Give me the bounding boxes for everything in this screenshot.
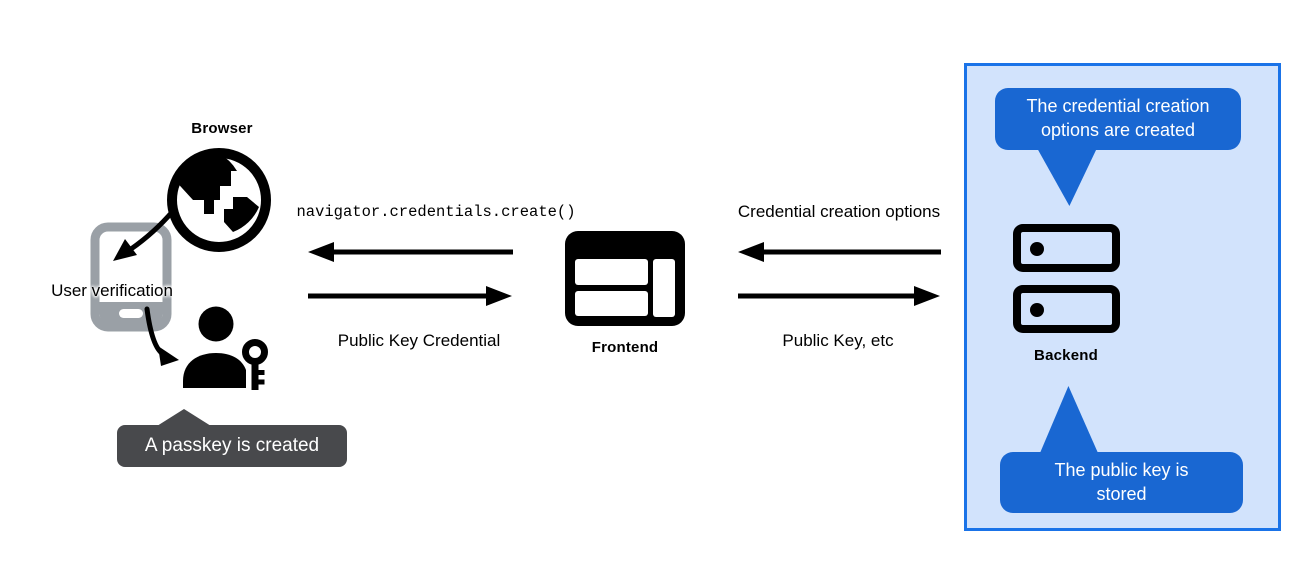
public-key-stored-text: The public key is stored [1054,459,1189,504]
browser-label: Browser [191,120,253,137]
options-created-bubble: The credential creation options are crea… [995,88,1241,150]
frontend-window-icon [565,231,685,326]
frontend-label: Frontend [591,339,659,356]
arrow-credential-options-icon [738,242,941,262]
credential-creation-options-label: Credential creation options [737,202,941,221]
public-key-stored-bubble: The public key is stored [1000,452,1243,513]
phone-icon [90,222,172,332]
public-key-credential-label: Public Key Credential [337,331,501,350]
public-key-etc-label: Public Key, etc [782,331,894,350]
user-with-key-icon [183,306,268,390]
arrow-create-call-icon [308,242,513,262]
options-created-text: The credential creation options are crea… [1026,96,1210,140]
arrow-public-key-credential-icon [308,286,512,306]
backend-label: Backend [1034,347,1098,364]
create-call-label: navigator.credentials.create() [296,203,576,221]
backend-server-icon [1013,224,1120,333]
passkey-tooltip-pointer [157,409,211,426]
passkey-created-text: A passkey is created [144,435,320,456]
arrow-public-key-etc-icon [738,286,940,306]
user-verification-label: User verification [51,281,173,300]
passkey-created-tooltip: A passkey is created [117,425,347,467]
globe-icon [167,148,271,252]
